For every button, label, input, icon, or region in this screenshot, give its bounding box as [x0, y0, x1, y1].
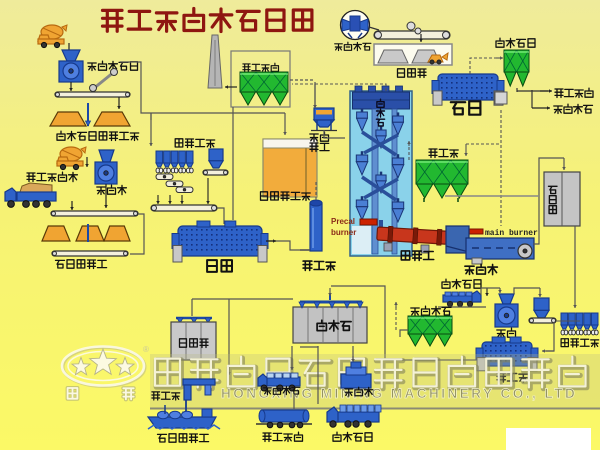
svg-text:®: ® — [143, 345, 149, 354]
svg-text:main burner: main burner — [485, 229, 538, 238]
svg-text:HONGXING MINING MACHINERY CO.,: HONGXING MINING MACHINERY CO., LTD — [221, 386, 577, 401]
svg-text:burner: burner — [331, 228, 356, 237]
svg-text:Precal: Precal — [331, 217, 355, 226]
